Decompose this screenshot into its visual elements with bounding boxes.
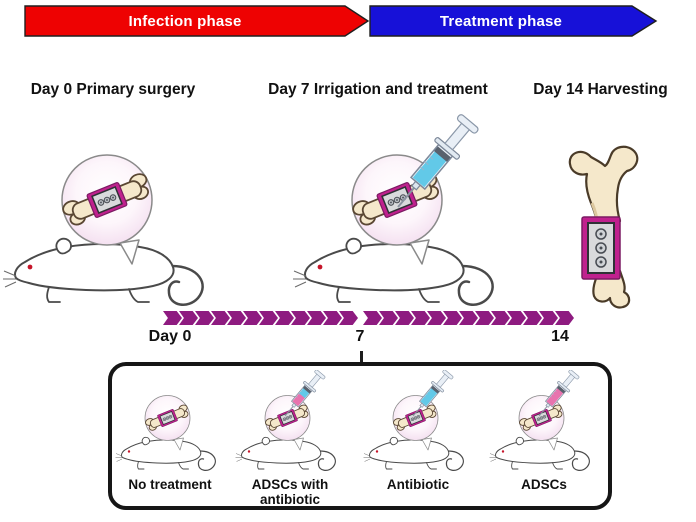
rat-no-treatment-icon: [114, 394, 216, 471]
chevron-arrow-icon: [211, 311, 230, 325]
chevron-arrow-icon: [339, 311, 358, 325]
chevron-arrow-icon: [243, 311, 262, 325]
group-antibiotic: Antibiotic: [360, 367, 476, 492]
timeline-day7-connector-tick: [360, 351, 363, 364]
treatment-phase-arrow: [369, 5, 658, 37]
timeline-day0-label: Day 0: [148, 328, 192, 345]
chevron-arrow-icon: [475, 311, 494, 325]
chevron-arrow-icon: [179, 311, 198, 325]
chevron-arrow-icon: [555, 311, 574, 325]
chevron-arrow-icon: [443, 311, 462, 325]
timeline-day14-label: 14: [551, 328, 569, 345]
chevron-arrow-icon: [523, 311, 542, 325]
chevron-arrow-icon: [395, 311, 414, 325]
treatment-groups-box: [108, 362, 612, 510]
infection-phase-arrow: [24, 5, 370, 37]
group-no-treatment: No treatment: [112, 370, 228, 492]
group-adscs-with-antibiotic: ADSCs with antibiotic: [232, 367, 348, 508]
harvested-femur-plate-icon: [568, 145, 639, 309]
chevron-arrow-icon: [491, 311, 510, 325]
chevron-arrow-icon: [291, 311, 310, 325]
group-label-adscs-with-antibiotic: ADSCs with antibiotic: [251, 477, 329, 508]
stage-day0-title: Day 0 Primary surgery: [30, 81, 196, 98]
timeline-day7-label: 7: [355, 328, 365, 345]
chevron-arrow-icon: [227, 311, 246, 325]
group-label-antibiotic: Antibiotic: [386, 477, 450, 492]
stage-day14-title: Day 14 Harvesting: [533, 81, 668, 98]
chevron-arrow-icon: [323, 311, 342, 325]
chevron-arrow-icon: [195, 311, 214, 325]
chevron-arrow-icon: [363, 311, 382, 325]
irrigation-syringe-icon: [385, 110, 483, 218]
chevron-arrow-icon: [507, 311, 526, 325]
timeline-chevrons-infection: [163, 311, 358, 325]
chevron-arrow-icon: [275, 311, 294, 325]
rat-day0-illustration: [1, 153, 204, 306]
rat-dual-syringe-icon: [234, 367, 336, 471]
group-label-no-treatment: No treatment: [128, 477, 212, 492]
chevron-arrow-icon: [411, 311, 430, 325]
group-adscs: ADSCs: [486, 367, 602, 492]
chevron-arrow-icon: [539, 311, 558, 325]
timeline-chevrons-treatment: [363, 311, 574, 325]
group-label-adscs: ADSCs: [521, 477, 567, 492]
chevron-arrow-icon: [459, 311, 478, 325]
phase-banner-arrows: [24, 5, 658, 37]
chevron-arrow-icon: [379, 311, 398, 325]
chevron-arrow-icon: [307, 311, 326, 325]
chevron-arrow-icon: [259, 311, 278, 325]
chevron-arrow-icon: [427, 311, 446, 325]
rat-adsc-syringe-icon: [488, 367, 590, 471]
chevron-arrow-icon: [163, 311, 182, 325]
rat-antibiotic-syringe-icon: [362, 367, 464, 471]
rat-with-bone-plate-icon: [1, 153, 204, 306]
stage-day7-title: Day 7 Irrigation and treatment: [268, 81, 488, 98]
